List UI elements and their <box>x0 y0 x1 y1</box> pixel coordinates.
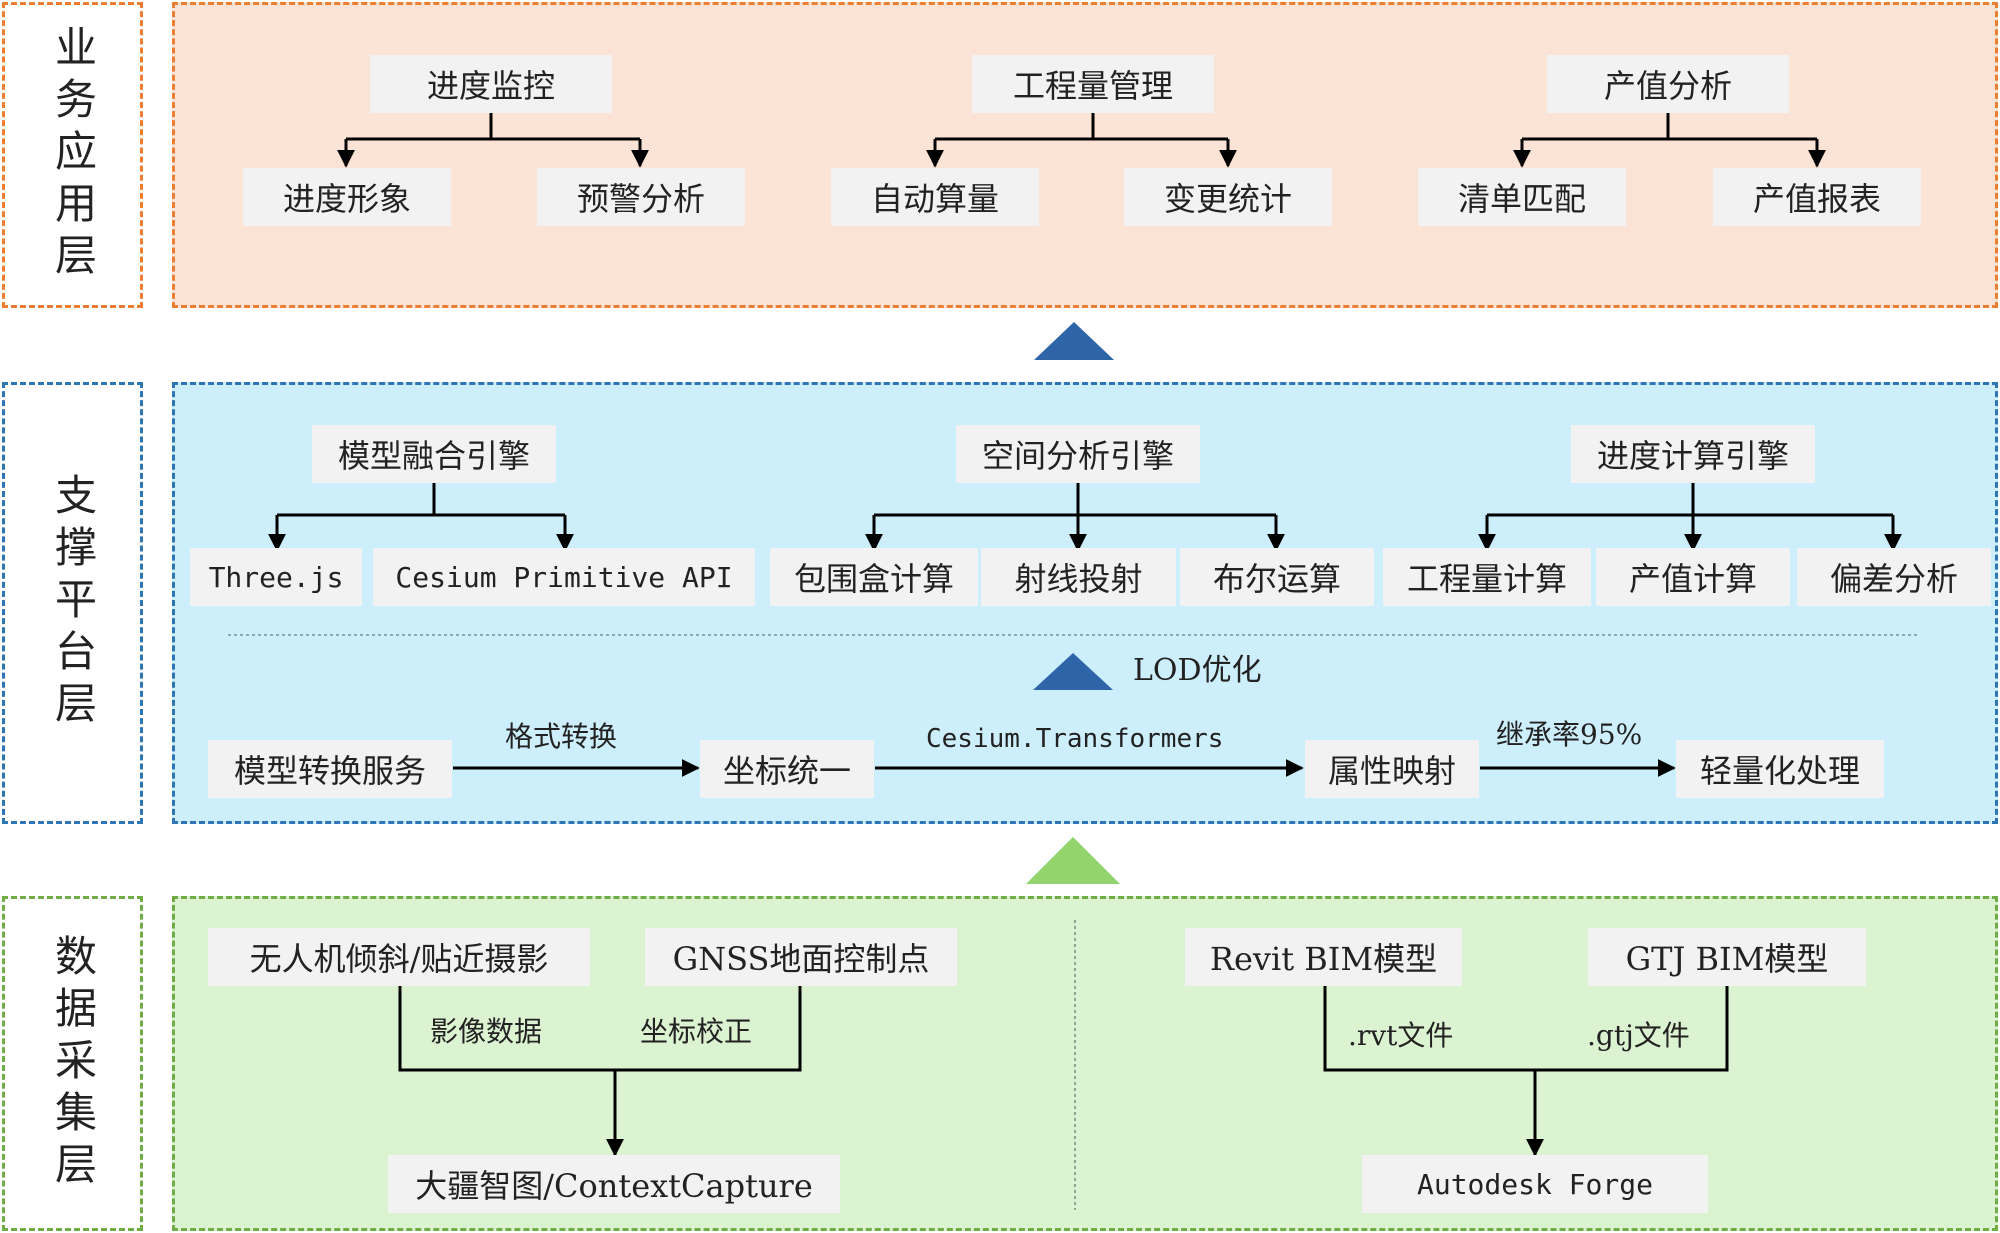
engine-child: 包围盒计算 <box>770 548 978 606</box>
engine-child: 产值计算 <box>1596 548 1790 606</box>
app-child: 变更统计 <box>1124 168 1332 226</box>
engine-child: Three.js <box>190 548 362 606</box>
arrow-up-icon <box>1026 837 1120 884</box>
engine-title: 空间分析引擎 <box>956 425 1200 483</box>
app-group-title: 工程量管理 <box>972 55 1214 113</box>
engine-child: 射线投射 <box>981 548 1176 606</box>
data-source: 无人机倾斜/贴近摄影 <box>208 928 590 986</box>
data-source: Revit BIM模型 <box>1185 928 1462 986</box>
data-source: GNSS地面控制点 <box>645 928 957 986</box>
app-child: 清单匹配 <box>1418 168 1626 226</box>
data-layer-label: 数据采集层 <box>48 933 98 1194</box>
app-child: 自动算量 <box>831 168 1039 226</box>
app-child: 产值报表 <box>1713 168 1921 226</box>
data-edge-label: .rvt文件 <box>1348 1019 1454 1052</box>
data-layer-label-box: 数据采集层 <box>2 896 143 1231</box>
app-group-title: 进度监控 <box>370 55 612 113</box>
data-target: 大疆智图/ContextCapture <box>388 1155 840 1213</box>
app-child: 预警分析 <box>537 168 745 226</box>
platform-layer-label: 支撑平台层 <box>48 473 98 733</box>
engine-child: 布尔运算 <box>1180 548 1374 606</box>
app-group-title: 产值分析 <box>1547 55 1789 113</box>
pipeline-step: 属性映射 <box>1305 740 1479 798</box>
pipeline-step: 模型转换服务 <box>208 740 452 798</box>
platform-layer-label-box: 支撑平台层 <box>2 382 143 824</box>
engine-child: 工程量计算 <box>1383 548 1591 606</box>
engine-child: Cesium Primitive API <box>373 548 755 606</box>
engine-child: 偏差分析 <box>1797 548 1991 606</box>
arrow-up-icon <box>1034 322 1114 360</box>
lod-label: LOD优化 <box>1133 653 1262 688</box>
pipeline-edge-label: 继承率95% <box>1496 718 1643 751</box>
data-source: GTJ BIM模型 <box>1588 928 1866 986</box>
data-target: Autodesk Forge <box>1362 1155 1708 1213</box>
app-child: 进度形象 <box>243 168 451 226</box>
pipeline-step: 坐标统一 <box>700 740 874 798</box>
app-layer-panel <box>172 2 1998 308</box>
app-layer-label-box: 业务应用层 <box>2 2 143 308</box>
data-edge-label: .gtj文件 <box>1587 1019 1690 1052</box>
engine-title: 模型融合引擎 <box>312 425 556 483</box>
pipeline-edge-label: Cesium.Transformers <box>926 724 1224 754</box>
data-edge-label: 坐标校正 <box>640 1015 753 1048</box>
app-layer-label: 业务应用层 <box>48 25 98 285</box>
engine-title: 进度计算引擎 <box>1571 425 1815 483</box>
pipeline-edge-label: 格式转换 <box>505 720 618 753</box>
pipeline-step: 轻量化处理 <box>1676 740 1884 798</box>
data-edge-label: 影像数据 <box>430 1015 543 1048</box>
arrow-up-icon <box>1033 653 1113 690</box>
